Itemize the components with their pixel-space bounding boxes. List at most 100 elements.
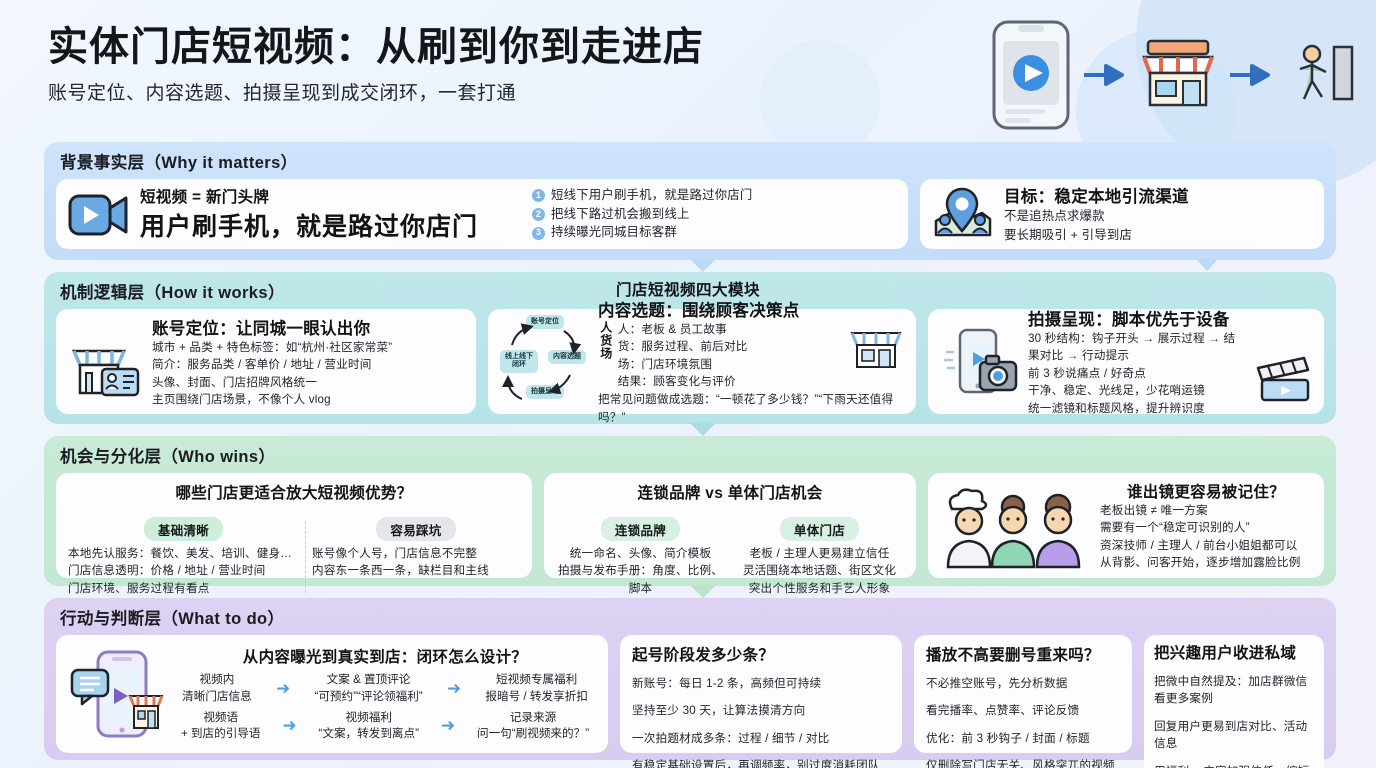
page-subtitle: 账号定位、内容选题、拍摄呈现到成交闭环，一套打通 (48, 83, 517, 104)
cycle-diagram-icon: 账号定位 内容选题 拍摄呈现 线上线下闭环 (500, 313, 588, 411)
tag-common-pitfalls: 容易踩坑 (376, 517, 456, 541)
card-line: 统一滤镜和标题风格，提升辨识度 (1028, 401, 1205, 415)
flow-arrow-down (1196, 259, 1218, 271)
section-who: 机会与分化层（Who wins） 哪些门店更适合放大短视频优势？ 基础清晰 本地… (44, 436, 1336, 612)
card-line: 老板 / 主理人更易建立信任 (749, 547, 890, 560)
card-headline: 拍摄呈现：脚本优先于设备 (1028, 311, 1230, 330)
card-line: 头像、封面、门店招牌风格统一 (152, 375, 318, 389)
card-shooting-presentation[interactable]: 拍摄呈现：脚本优先于设备 30 秒结构：钩子开头 → 展示过程 → 结果对比 →… (928, 309, 1324, 415)
shop-id-card-icon (72, 349, 140, 396)
flow-step: 文案 & 置顶评论 “可预约”“评论领福利” (314, 672, 423, 703)
cycle-arrows-icon (502, 322, 582, 400)
card-line: 要长期吸引 + 引导到店 (1004, 228, 1133, 242)
card-line: 老板出镜 ≠ 唯一方案 (1100, 503, 1208, 517)
section-what: 行动与判断层（What to do） 从内容曝光到真实到店：闭环怎么设计？ (44, 598, 1336, 768)
card-private-domain[interactable]: 把兴趣用户收进私域 把微中自然提及：加店群微信看更多案例 回复用户更易到店对比、… (1144, 635, 1324, 768)
card-stack-right: 把兴趣用户收进私域 把微中自然提及：加店群微信看更多案例 回复用户更易到店对比、… (1144, 635, 1324, 768)
card-headline: 播放不高要删号重来吗？ (926, 647, 1100, 664)
tag-single-store: 单体门店 (779, 517, 860, 541)
card-line: 一次拍题材成多条：过程 / 细节 / 对比 (632, 731, 830, 745)
card-line: 看完播率、点赞率、评论反馈 (926, 704, 1080, 718)
storefront-icon (1142, 39, 1214, 107)
flow-step: 视频语 + 到店的引导语 (180, 710, 261, 741)
card-closed-loop-design[interactable]: 从内容曝光到真实到店：闭环怎么设计？ 视频内 清晰门店信息 ➜ 文案 & 置顶评… (56, 635, 608, 753)
card-footer: 把常见问题做成选题：“一顿花了多少钱？”“下雨天还值得吗？” (598, 393, 894, 424)
flow-arrow-down (690, 259, 716, 272)
flow-arrow-down (690, 423, 716, 436)
list-index: 3 (532, 226, 546, 240)
card-line: 本地先认服务：餐饮、美发、培训、健身… (68, 547, 293, 560)
card-posting-frequency[interactable]: 起号阶段发多少条？ 新账号：每日 1-2 条，高频但可持续 坚持至少 30 天，… (620, 635, 902, 768)
section-label-why: 背景事实层（Why it matters） (60, 154, 298, 172)
card-line: 货：服务过程、前后对比 (617, 340, 748, 354)
arrow-right-icon: ➜ (446, 678, 462, 698)
list-item: 持续曝光同城目标客群 (551, 225, 677, 240)
card-line: 灵活围绕本地话题、街区文化 (742, 564, 897, 578)
section-label-who: 机会与分化层（Who wins） (60, 448, 276, 466)
center-title-how: 门店短视频四大模块 (615, 282, 760, 299)
phone-chat-shop-icon (70, 650, 164, 738)
page-header: 实体门店短视频：从刷到你到走进店 账号定位、内容选题、拍摄呈现到成交闭环，一套打… (48, 24, 928, 105)
card-line: 简介：服务品类 / 客单价 / 地址 / 营业时间 (152, 358, 372, 372)
tag-basics-clear: 基础清晰 (143, 517, 224, 541)
card-line: 优化：前 3 秒钩子 / 封面 / 标题 (926, 731, 1090, 745)
cycle-node: 账号定位 (526, 314, 564, 330)
card-line: 场：门店环境氛围 (617, 357, 713, 371)
card-line: 账号像个人号，门店信息不完整 (312, 547, 478, 560)
card-goal-local-traffic[interactable]: 目标：稳定本地引流渠道 不是追热点求爆款 要长期吸引 + 引导到店 (920, 179, 1324, 249)
flow-row: 视频内 清晰门店信息 ➜ 文案 & 置顶评论 “可预约”“评论领福利” ➜ 短视… (174, 672, 596, 706)
divider (305, 521, 306, 594)
storefront-small-icon (850, 331, 902, 368)
card-line: 统一命名、头像、简介模板 (569, 547, 712, 560)
card-line: 新账号：每日 1-2 条，高频但可持续 (632, 677, 822, 690)
section-label-what: 行动与判断层（What to do） (60, 610, 285, 628)
card-line: 有稳定基础设置后，再调频率，别过度消耗团队 (632, 759, 880, 768)
card-headline: 连锁品牌 vs 单体门店机会 (637, 485, 823, 502)
card-line: 回复用户更易到店对比、活动信息 (1154, 719, 1308, 751)
card-chain-vs-single[interactable]: 连锁品牌 vs 单体门店机会 连锁品牌 统一命名、头像、简介模板 拍摄与发布手册… (544, 473, 916, 612)
card-who-on-camera[interactable]: 谁出镜更容易被记住？ 老板出镜 ≠ 唯一方案 需要有一个“稳定可识别的人” 资深… (928, 473, 1324, 578)
clapperboard-icon (1256, 356, 1310, 402)
card-line: 需要有一个“稳定可识别的人” (1100, 521, 1250, 535)
phone-camera-icon (944, 328, 1018, 393)
card-line: 资深技师 / 主理人 / 前台小姐姐都可以 (1100, 538, 1298, 552)
card-line: 仅删除写门店无关、风格突兀的视频 (926, 759, 1115, 768)
flow-step: 记录来源 问一句“刷视频来的？” (476, 710, 590, 741)
tag-chain-brand: 连锁品牌 (600, 517, 681, 541)
card-headline: 账号定位：让同城一眼认出你 (152, 319, 371, 338)
card-line: 从背影、问客开始，逐步增加露脸比例 (1100, 555, 1301, 569)
card-low-views-restart[interactable]: 播放不高要删号重来吗？ 不必推空账号，先分析数据 看完播率、点赞率、评论反馈 优… (914, 635, 1132, 768)
card-headline: 谁出镜更容易被记住？ (1126, 483, 1285, 501)
flow-row: 视频语 + 到店的引导语 ➜ 视频福利 “文案，转发到离点” ➜ 记录来源 问一… (174, 710, 596, 744)
card-account-positioning[interactable]: 账号定位：让同城一眼认出你 城市 + 品类 + 特色标签：如“杭州·社区家常菜”… (56, 309, 476, 414)
card-line: 门店信息透明：价格 / 地址 / 营业时间 (68, 564, 266, 578)
section-how: 机制逻辑层（How it works） 账号定位：让同城一眼认出你 城市 + 品… (44, 272, 1336, 424)
card-headline: 用户刷手机，就是路过你店门 (140, 213, 479, 241)
card-line: 前 3 秒说痛点 / 好奇点 (1028, 366, 1147, 380)
card-line: 城市 + 品类 + 特色标签：如“杭州·社区家常菜” (152, 340, 393, 354)
flow-step: 视频福利 “文案，转发到离点” (318, 710, 419, 741)
card-line: 突出个性服务和手艺人形象 (748, 581, 891, 595)
arrow-right-icon: ➜ (275, 678, 291, 698)
card-line: 门店环境、服务过程有看点 (68, 581, 210, 595)
card-line: 把微中自然提及：加店群微信看更多案例 (1154, 675, 1308, 706)
card-headline: 哪些门店更适合放大短视频优势？ (175, 485, 413, 502)
arrow-right-icon (1230, 64, 1270, 86)
page-title: 实体门店短视频：从刷到你到走进店 (48, 25, 704, 69)
section-why: 背景事实层（Why it matters） 短视频 = 新门头牌 用户刷手机，就… (44, 142, 1336, 260)
card-line: 不必推空账号，先分析数据 (926, 677, 1068, 690)
card-headline: 起号阶段发多少条？ (632, 647, 775, 664)
card-content-topics[interactable]: 账号定位 内容选题 拍摄呈现 线上线下闭环 内容选题：围绕顾客决策点 人货场 (488, 302, 916, 424)
card-headline: 把兴趣用户收进私域 (1154, 645, 1297, 662)
card-which-stores-win[interactable]: 哪些门店更适合放大短视频优势？ 基础清晰 本地先认服务：餐饮、美发、培训、健身…… (56, 473, 532, 595)
arrow-right-icon (1084, 64, 1124, 86)
card-line: 内容东一条西一条，缺栏目和主线 (312, 564, 489, 578)
arrow-right-icon: ➜ (440, 716, 456, 736)
phone-play-icon (992, 20, 1070, 130)
cycle-node: 线上线下闭环 (500, 349, 538, 373)
card-eyebrow: 短视频 = 新门头牌 (140, 189, 270, 206)
card-headline: 内容选题：围绕顾客决策点 (598, 301, 800, 320)
card-line: 用福利 + 内容加强信任，缩短成交率 (1154, 763, 1314, 768)
